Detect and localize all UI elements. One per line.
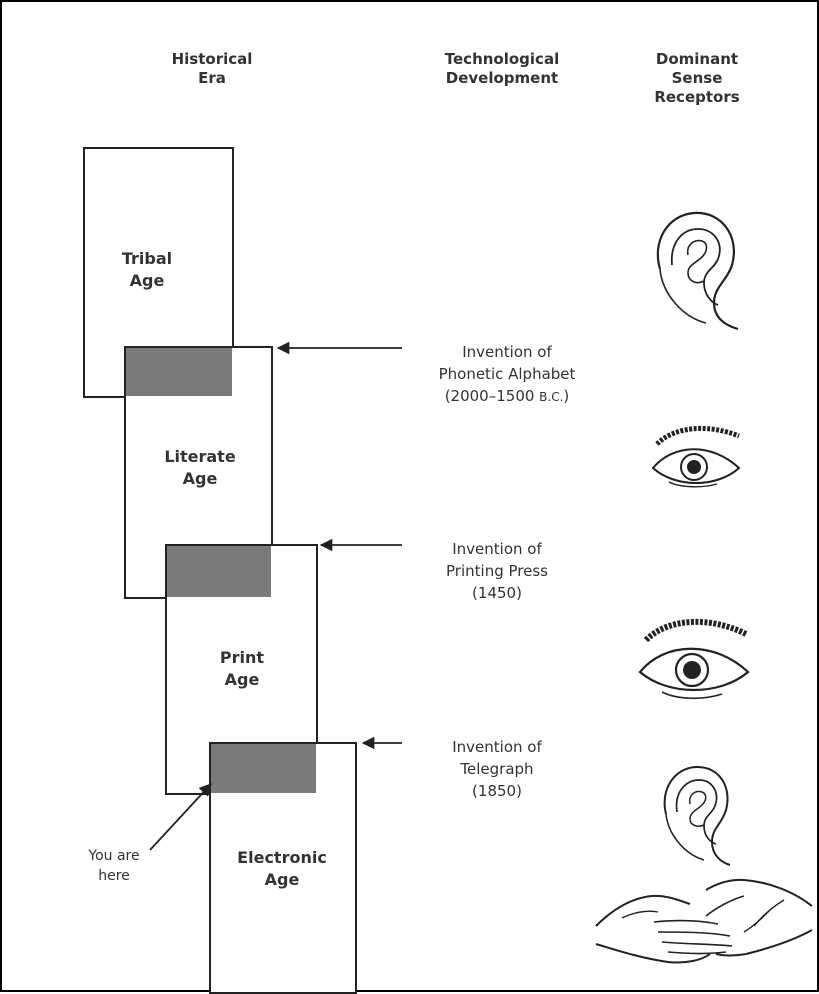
telegraph-line2: Telegraph [402, 758, 592, 780]
header-sense-line1: Dominant [637, 50, 757, 69]
header-era-line2: Era [152, 69, 272, 88]
tribal-line2: Age [92, 270, 202, 292]
electronic-line2: Age [222, 869, 342, 891]
literate-age-label: Literate Age [145, 446, 255, 490]
header-tech-line2: Development [417, 69, 587, 88]
print-line1: Print [187, 647, 297, 669]
invention-telegraph: Invention of Telegraph (1850) [402, 736, 592, 802]
literate-line1: Literate [145, 446, 255, 468]
header-era-line1: Historical [152, 50, 272, 69]
header-technological-development: Technological Development [417, 50, 587, 88]
electronic-age-label: Electronic Age [222, 847, 342, 891]
overlap-tribal-literate [126, 348, 232, 396]
alphabet-line3: (2000–1500 B.C.) [407, 385, 607, 408]
invention-phonetic-alphabet: Invention of Phonetic Alphabet (2000–150… [407, 341, 607, 408]
alphabet-line2: Phonetic Alphabet [407, 363, 607, 385]
electronic-line1: Electronic [222, 847, 342, 869]
header-sense-line2: Sense [637, 69, 757, 88]
header-sense-line3: Receptors [637, 88, 757, 107]
hands-icon [594, 870, 814, 975]
eye-icon [647, 422, 747, 492]
header-historical-era: Historical Era [152, 50, 272, 88]
telegraph-line3: (1850) [402, 780, 592, 802]
print-age-label: Print Age [187, 647, 297, 691]
press-line1: Invention of [402, 538, 592, 560]
ear-icon [652, 762, 732, 867]
alphabet-era: B.C. [539, 390, 563, 404]
tribal-line1: Tribal [92, 248, 202, 270]
press-line2: Printing Press [402, 560, 592, 582]
header-dominant-sense-receptors: Dominant Sense Receptors [637, 50, 757, 107]
pointer-line2: here [74, 866, 154, 886]
alphabet-date: (2000–1500 [445, 387, 539, 405]
invention-printing-press: Invention of Printing Press (1450) [402, 538, 592, 604]
tribal-age-label: Tribal Age [92, 248, 202, 292]
eye-icon [634, 614, 754, 704]
pointer-line1: You are [74, 846, 154, 866]
you-are-here-label: You are here [74, 846, 154, 886]
ear-icon [642, 207, 742, 332]
alphabet-line1: Invention of [407, 341, 607, 363]
print-line2: Age [187, 669, 297, 691]
alphabet-close: ) [563, 387, 569, 405]
overlap-literate-print [167, 546, 271, 597]
header-tech-line1: Technological [417, 50, 587, 69]
overlap-print-electronic [211, 744, 316, 793]
telegraph-line1: Invention of [402, 736, 592, 758]
literate-line2: Age [145, 468, 255, 490]
press-line3: (1450) [402, 582, 592, 604]
